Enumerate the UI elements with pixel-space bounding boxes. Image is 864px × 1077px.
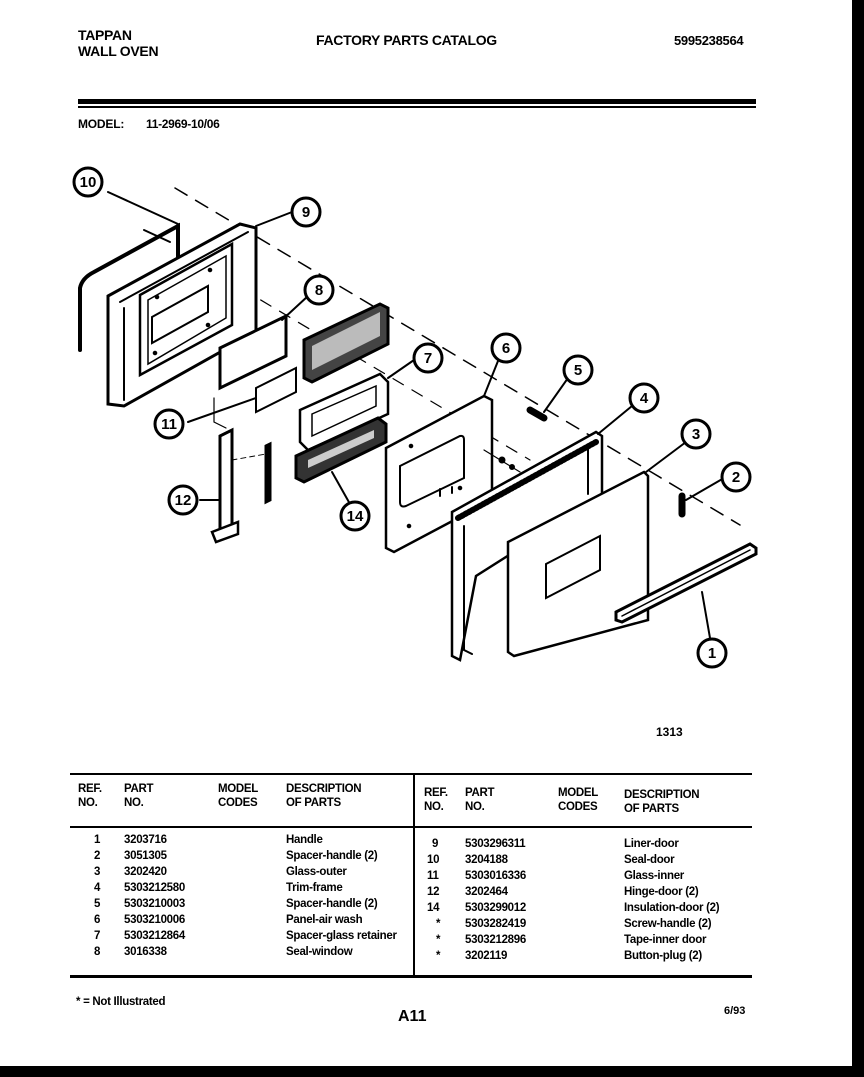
svg-text:11: 11 <box>161 416 177 433</box>
svg-text:10: 10 <box>80 174 97 191</box>
spacer-handle-part <box>526 406 548 422</box>
svg-text:12: 12 <box>175 492 192 509</box>
catalog-number: 5995238564 <box>674 33 744 48</box>
svg-text:9: 9 <box>302 204 310 221</box>
col-header-ref-left: REF. NO. <box>78 783 102 809</box>
model-number: 11-2969-10/06 <box>146 117 220 131</box>
callout-5: 5 <box>562 354 594 386</box>
liner-door-part <box>106 222 258 408</box>
catalog-title: FACTORY PARTS CATALOG <box>316 32 497 48</box>
insulation-door-part <box>294 416 388 484</box>
seal-window-part <box>302 302 390 384</box>
table-top-rule <box>70 773 752 775</box>
table-header-rule-right <box>414 826 752 828</box>
callout-1: 1 <box>696 637 728 669</box>
exploded-door-diagram: 10 9 8 7 6 5 4 3 2 1 11 12 14 <box>72 166 758 669</box>
callout-11: 11 <box>153 408 185 440</box>
svg-text:4: 4 <box>640 390 649 407</box>
col-header-desc-right: DESCRIPTION OF PARTS <box>624 789 700 815</box>
svg-text:8: 8 <box>315 282 323 299</box>
callout-6: 6 <box>490 332 522 364</box>
glass-outer-part <box>506 470 650 658</box>
callout-3: 3 <box>680 418 712 450</box>
model-label: MODEL: <box>78 117 125 131</box>
col-header-model-right: MODEL CODES <box>558 787 599 813</box>
scan-edge-right <box>852 0 864 1077</box>
brand-block: TAPPAN WALL OVEN <box>78 27 159 59</box>
col-header-desc-left: DESCRIPTION OF PARTS <box>286 783 362 809</box>
spacer-glass-retainer-part <box>298 372 390 452</box>
header-rule-thick <box>78 99 756 104</box>
handle-part <box>614 542 758 624</box>
table-bottom-rule <box>70 975 752 978</box>
callout-7: 7 <box>412 342 444 374</box>
table-header-rule-left <box>70 826 414 828</box>
col-header-model-left: MODEL CODES <box>218 783 259 809</box>
col-header-part-left: PART NO. <box>124 783 154 809</box>
callout-14: 14 <box>339 500 371 532</box>
glass-inner-part <box>218 313 297 414</box>
product-name: WALL OVEN <box>78 43 159 59</box>
col-header-part-right: PART NO. <box>465 787 495 813</box>
page-code: A11 <box>398 1008 427 1025</box>
not-illustrated-footnote: * = Not Illustrated <box>76 996 166 1008</box>
catalog-date: 6/93 <box>724 1005 746 1017</box>
callout-8: 8 <box>303 274 335 306</box>
callout-10: 10 <box>72 166 104 198</box>
scan-edge-bottom <box>0 1066 864 1077</box>
svg-text:1: 1 <box>708 645 716 662</box>
table-column-divider <box>413 773 415 975</box>
callout-12: 12 <box>167 484 199 516</box>
hinge-door-part <box>210 397 272 544</box>
col-header-ref-right: REF. NO. <box>424 787 448 813</box>
svg-text:5: 5 <box>574 362 582 379</box>
svg-text:3: 3 <box>692 426 700 443</box>
svg-text:7: 7 <box>424 350 432 367</box>
header-rule-thin <box>78 106 756 108</box>
svg-text:6: 6 <box>502 340 510 357</box>
callout-4: 4 <box>628 382 660 414</box>
seal-door-part <box>78 222 180 352</box>
svg-text:14: 14 <box>347 508 364 525</box>
brand-name: TAPPAN <box>78 27 132 43</box>
svg-text:2: 2 <box>732 469 740 486</box>
callout-9a: 9 <box>290 196 322 228</box>
callout-2: 2 <box>720 461 752 493</box>
figure-number: 1313 <box>656 725 683 739</box>
